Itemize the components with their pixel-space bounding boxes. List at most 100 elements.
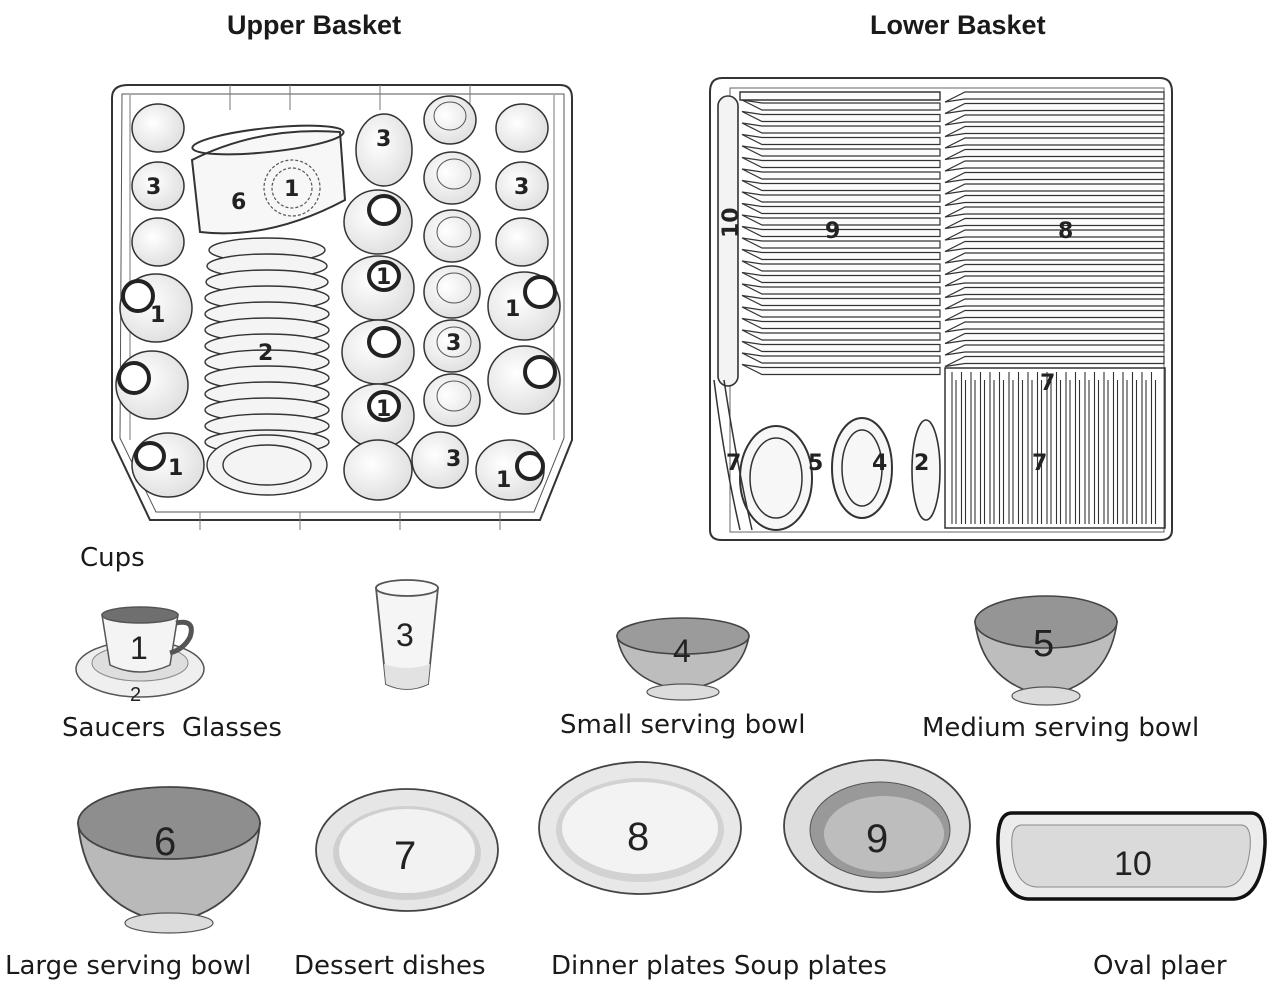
soup-plate-edge [741, 214, 941, 226]
saucer-number: 2 [130, 684, 141, 706]
upper-marker-cup: 1 [168, 456, 183, 481]
upper-marker-cup: 1 [376, 265, 391, 290]
soup-plate-edge [741, 271, 941, 284]
soup-plate-edge [741, 306, 941, 318]
legend-medium-bowl: Medium serving bowl [922, 713, 1200, 743]
dessert-number: 7 [394, 834, 416, 878]
upper-marker-cup: 1 [284, 177, 299, 202]
soup-plate-edge [741, 260, 941, 272]
lower-marker-medium-bowl: 5 [808, 451, 823, 476]
dinner-plate-edge [944, 148, 1165, 161]
upper-marker-bowl: 6 [231, 190, 246, 215]
upper-marker-cup: 1 [376, 397, 391, 422]
dessert-dish-edge [1046, 372, 1052, 524]
soup-plate-edge [741, 294, 941, 307]
dessert-dish-edge [1074, 372, 1081, 524]
upper-marker-glass: 3 [446, 331, 461, 356]
dessert-dish-edge [970, 372, 976, 524]
large-serving-bowl-icon: 6 [77, 786, 261, 934]
dinner-plate-edge [944, 206, 1165, 218]
dinner-plate-edge [944, 240, 1165, 253]
upper-basket-title: Upper Basket [227, 10, 402, 40]
legend-cups: Cups [80, 543, 145, 573]
soup-plate-edge [741, 317, 941, 330]
dessert-dish-edge [1036, 372, 1043, 524]
cup-number: 1 [130, 630, 148, 666]
dessert-dish-edge [1093, 372, 1100, 524]
dessert-dish-edge [1141, 372, 1147, 524]
dessert-dish-edge [951, 372, 957, 524]
soup-plate-edge [741, 110, 941, 123]
upper-marker-plate: 2 [258, 341, 273, 366]
dessert-dish-edge [1112, 372, 1119, 524]
soup-plate-edge [741, 340, 941, 353]
upper-basket-diagram: 1 1 1 1 1 1 1 2 3 3 3 3 3 6 [111, 84, 573, 530]
cup-and-saucer-icon: 1 2 [75, 606, 205, 706]
dessert-dish-icon: 7 [315, 788, 499, 912]
soup-plate-edge [741, 283, 941, 295]
dinner-plate-icon: 8 [538, 761, 742, 895]
dinner-plate-edge [944, 321, 1165, 333]
dinner-plate-edge [944, 344, 1165, 356]
upper-marker-cup: 1 [505, 297, 520, 322]
soup-plate-edge [741, 156, 941, 169]
legend-saucers-glasses: Saucers Glasses [62, 713, 282, 743]
dessert-dish-edge [1065, 372, 1071, 524]
dinner-plate-edge [944, 229, 1165, 241]
dessert-dish-edge [1008, 372, 1014, 524]
soup-plate-edge [741, 352, 941, 364]
soup-plate-edge [741, 363, 941, 376]
soup-plate-edge [741, 99, 941, 111]
upper-marker-glass: 3 [514, 175, 529, 200]
lower-marker-dessert: 7 [726, 451, 741, 476]
large-bowl-number: 6 [154, 820, 176, 864]
dessert-dish-edge [989, 372, 995, 524]
dessert-dish-edge [1017, 372, 1024, 524]
lower-marker-oval: 10 [719, 207, 744, 238]
lower-basket-diagram: 10 9 8 7 7 7 5 4 2 [709, 77, 1173, 541]
dinner-plate-edge [944, 171, 1165, 184]
dinner-plate-edge [944, 263, 1165, 276]
dinner-number: 8 [627, 815, 649, 859]
upper-marker-glass: 3 [146, 175, 161, 200]
upper-marker-cup: 1 [496, 468, 511, 493]
dinner-plate-edge [944, 332, 1165, 345]
legend-dinner-soup: Dinner plates Soup plates [551, 951, 887, 981]
dinner-plate-edge [944, 125, 1165, 138]
small-serving-bowl-icon: 4 [616, 617, 750, 701]
soup-plate-edge [741, 145, 941, 157]
dessert-dish-edge [998, 372, 1005, 524]
lower-marker-dessert: 7 [1032, 451, 1047, 476]
glass-icon: 3 [375, 579, 439, 690]
soup-plate-edge [741, 122, 941, 134]
dessert-dish-edge [1150, 372, 1157, 524]
soup-plate-edge [741, 168, 941, 180]
medium-serving-bowl-icon: 5 [974, 595, 1118, 706]
upper-marker-glass: 3 [376, 127, 391, 152]
legend-small-bowl: Small serving bowl [560, 710, 806, 740]
dinner-plate-edge [944, 183, 1165, 195]
dinner-plate-edge [944, 91, 1165, 103]
dessert-dish-edge [960, 372, 967, 524]
dinner-plate-edge [944, 286, 1165, 299]
soup-plate-edge [741, 191, 941, 203]
soup-plate-edge [741, 329, 941, 341]
legend-large-bowl: Large serving bowl [5, 951, 252, 981]
dinner-plate-edge [944, 298, 1165, 310]
lower-marker-dessert: 7 [1040, 371, 1055, 396]
dessert-dish-edge [979, 372, 986, 524]
soup-plate-edge [741, 179, 941, 192]
dessert-dish-edge [1122, 372, 1128, 524]
dinner-plate-edge [944, 275, 1165, 287]
medium-bowl-number: 5 [1033, 623, 1054, 665]
dinner-plate-edge [944, 102, 1165, 115]
dinner-plate-edge [944, 217, 1165, 230]
dessert-dish-edge [1084, 372, 1090, 524]
dinner-plate-edge [944, 252, 1165, 264]
upper-marker-glass: 3 [446, 447, 461, 472]
dessert-dish-edge [1055, 372, 1062, 524]
oval-platter-icon: 10 [996, 811, 1267, 901]
soup-plate-icon: 9 [783, 759, 971, 893]
dinner-plate-edge [944, 137, 1165, 149]
lower-basket-title: Lower Basket [870, 10, 1046, 40]
